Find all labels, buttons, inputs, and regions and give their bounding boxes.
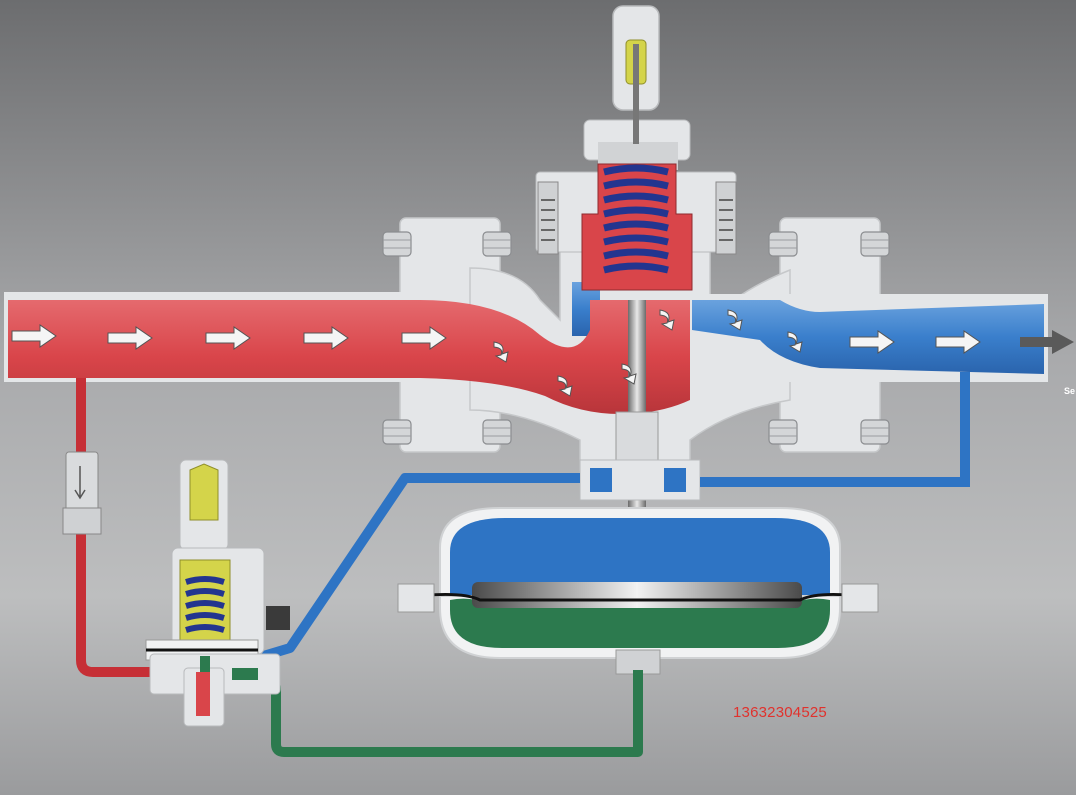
exit-arrow-icon: [1020, 330, 1074, 354]
edge-label-text: Se: [1064, 386, 1076, 396]
main-spring-assembly: [535, 5, 737, 291]
outlet-sensing-line: [700, 372, 970, 487]
main-spring-icon: [603, 164, 669, 274]
phone-number-text: 13632304525: [733, 704, 827, 721]
supply-line: [76, 378, 160, 677]
inlet-pipe: [4, 292, 690, 414]
flow-arrows-outlet: [659, 309, 1074, 354]
pilot-spring-icon: [185, 576, 225, 633]
pilot-regulator: [145, 459, 290, 727]
diaphragm-actuator: [397, 507, 879, 675]
filter-icon: [62, 451, 102, 535]
